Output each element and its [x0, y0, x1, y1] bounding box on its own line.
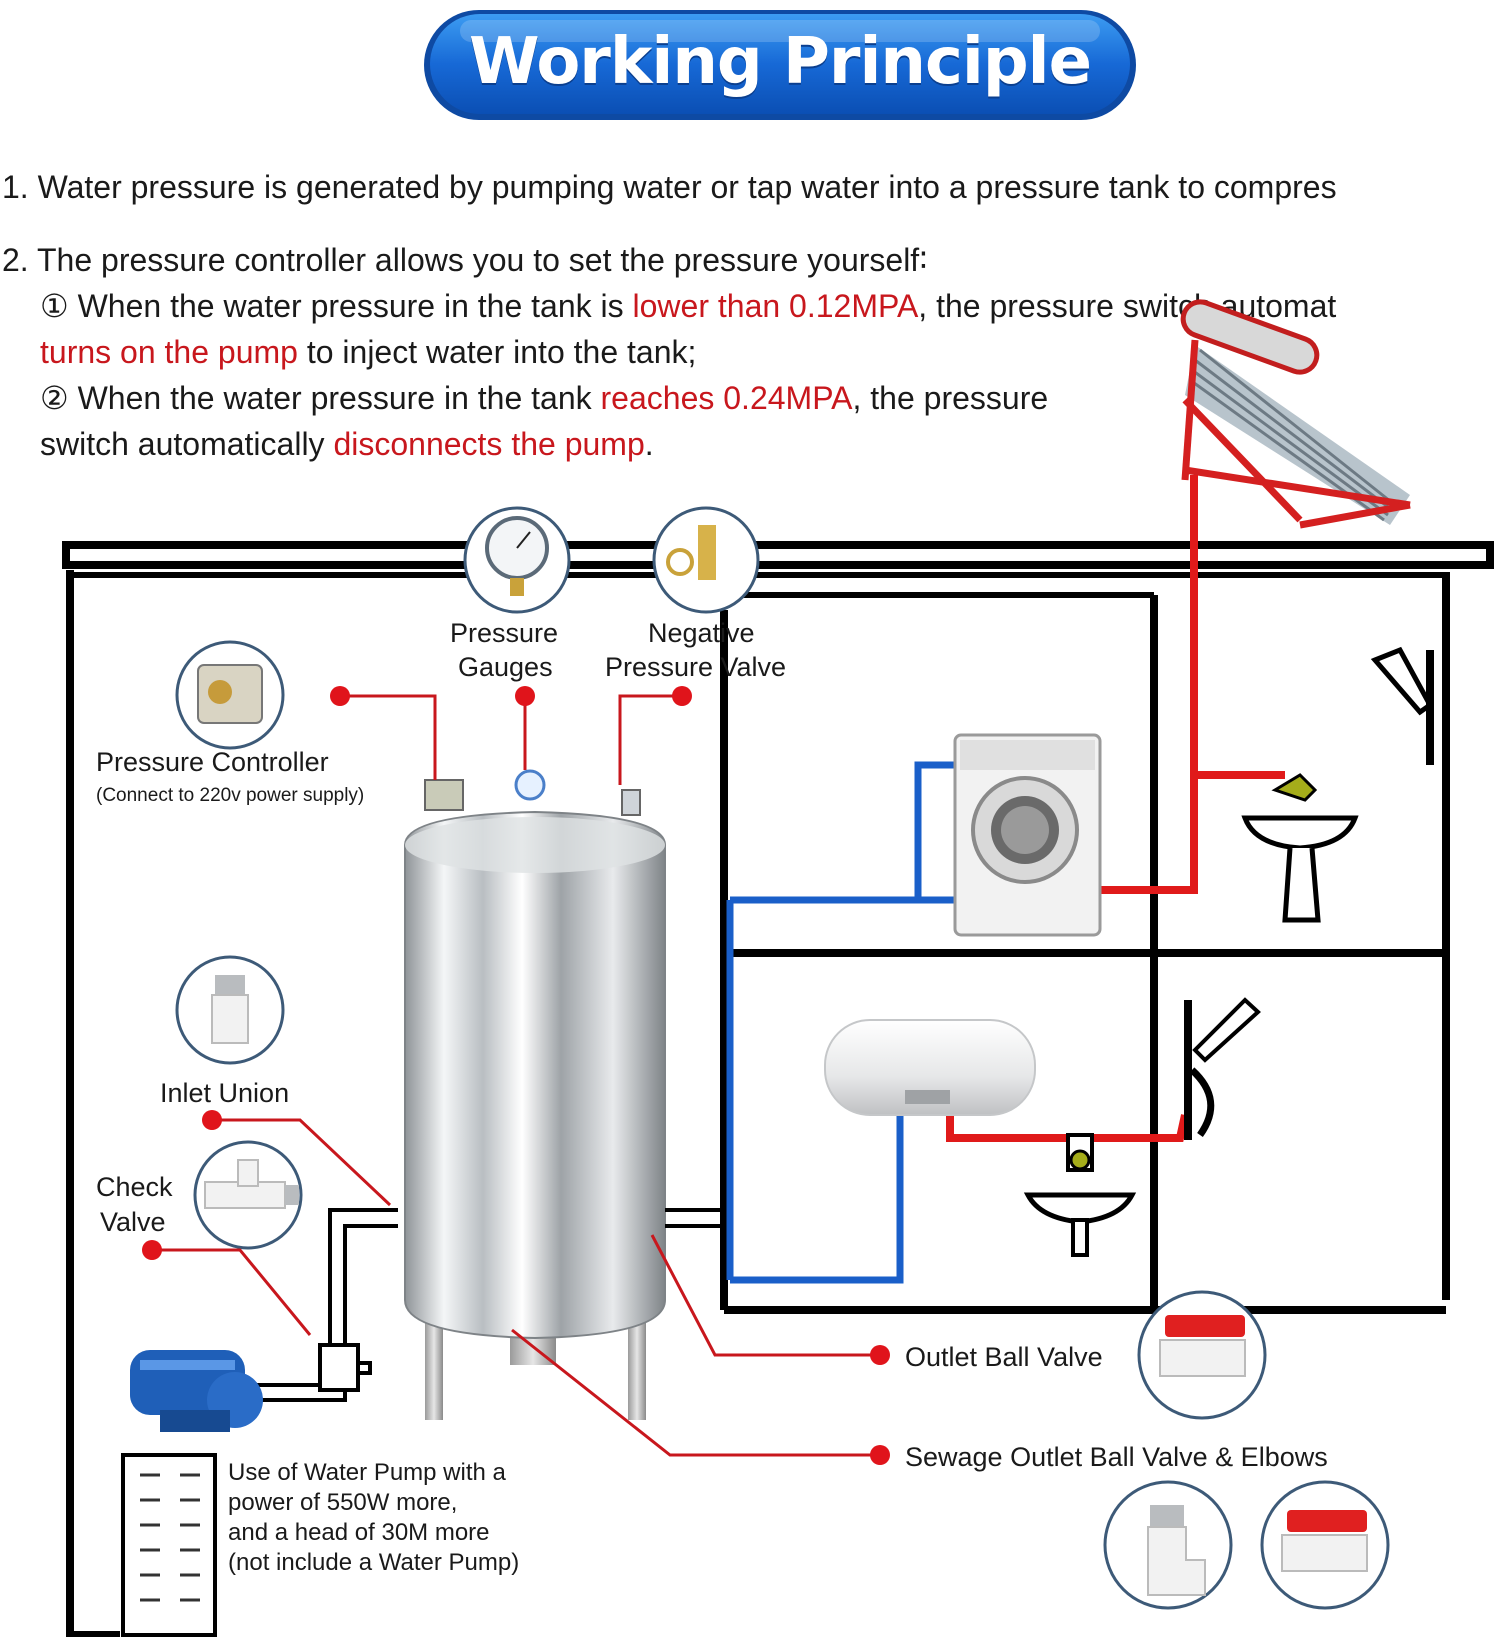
page-title: Working Principle [469, 25, 1092, 99]
label-negative-valve-1: Negative [648, 618, 755, 648]
electric-water-heater [824, 1019, 1036, 1116]
item1-highlight-low: lower than 0.12MPA [632, 288, 919, 324]
item2-line2-prefix: switch automatically [40, 426, 334, 462]
item1-suffix: to inject water into the tank; [297, 334, 697, 370]
callout-icons [175, 506, 1390, 1610]
item2-middle: , the pressure [852, 380, 1049, 416]
title-banner [424, 10, 1136, 120]
label-negative-valve-2: Pressure Valve [605, 652, 787, 682]
outlet-ball-valve-icon [1137, 1290, 1267, 1420]
tank-fittings [424, 769, 641, 816]
item2-highlight-off: disconnects the pump [333, 426, 645, 462]
item2-highlight-reach: reaches 0.24MPA [600, 380, 853, 416]
label-check-valve-1: Check [96, 1172, 173, 1202]
water-level-tube [121, 1453, 217, 1637]
intro-line-2: 2. The pressure controller allows you to… [2, 242, 928, 278]
item2-suffix: . [644, 426, 654, 462]
intro-item-2-line-2: switch automatically disconnects the pum… [40, 421, 654, 467]
water-pump [130, 1350, 263, 1432]
elbow-icon [1103, 1480, 1233, 1610]
tank-pipes [240, 1208, 724, 1402]
label-pressure-gauges-1: Pressure [450, 618, 559, 648]
house-frame [62, 541, 1494, 1637]
item1-middle: , the pressure switch automat [918, 288, 1337, 324]
intro-item-1-line-1: ① When the water pressure in the tank is… [40, 283, 1336, 329]
shower-mixer [1184, 997, 1261, 1140]
label-check-valve-2: Valve [100, 1207, 166, 1237]
item1-highlight-on: turns on the pump [40, 334, 298, 370]
label-inlet-union: Inlet Union [160, 1078, 290, 1108]
negative-pressure-valve-icon [652, 506, 760, 614]
callout-dots [142, 686, 890, 1465]
sewage-ball-valve-icon [1260, 1480, 1390, 1610]
inlet-union-icon [175, 955, 285, 1065]
label-sewage-outlet: Sewage Outlet Ball Valve & Elbows [905, 1442, 1328, 1472]
shower-head [1370, 646, 1434, 765]
label-pressure-controller: Pressure Controller [96, 747, 329, 777]
pump-note-line-1: Use of Water Pump with a [228, 1459, 506, 1486]
item1-prefix: ① When the water pressure in the tank is [40, 288, 633, 324]
hot-water-pipes [946, 475, 1285, 1142]
small-sink [1023, 1133, 1137, 1257]
pump-note-line-2: power of 550W more, [228, 1489, 458, 1516]
pressure-tank [404, 810, 666, 1420]
pressure-gauge-icon [463, 506, 571, 614]
pump-note-line-3: and a head of 30M more [228, 1519, 490, 1546]
label-pressure-controller-note: (Connect to 220v power supply) [96, 785, 365, 806]
label-outlet-ball-valve: Outlet Ball Valve [905, 1342, 1103, 1372]
cold-water-pipes [726, 761, 960, 1284]
item2-prefix: ② When the water pressure in the tank [40, 380, 601, 416]
label-pressure-gauges-2: Gauges [458, 652, 553, 682]
pump-note-line-4: (not include a Water Pump) [228, 1549, 520, 1576]
callout-leaders [152, 694, 880, 1457]
intro-item-2-line-1: ② When the water pressure in the tank re… [40, 375, 1048, 421]
wash-basin [1241, 773, 1359, 923]
pressure-controller-icon [175, 640, 285, 750]
washing-machine [953, 733, 1102, 937]
check-valve-icon [193, 1140, 303, 1250]
solar-water-heater [1180, 299, 1411, 529]
intro-item-1-line-2: turns on the pump to inject water into t… [40, 329, 696, 375]
intro-line-1: 1. Water pressure is generated by pumpin… [2, 169, 1337, 205]
